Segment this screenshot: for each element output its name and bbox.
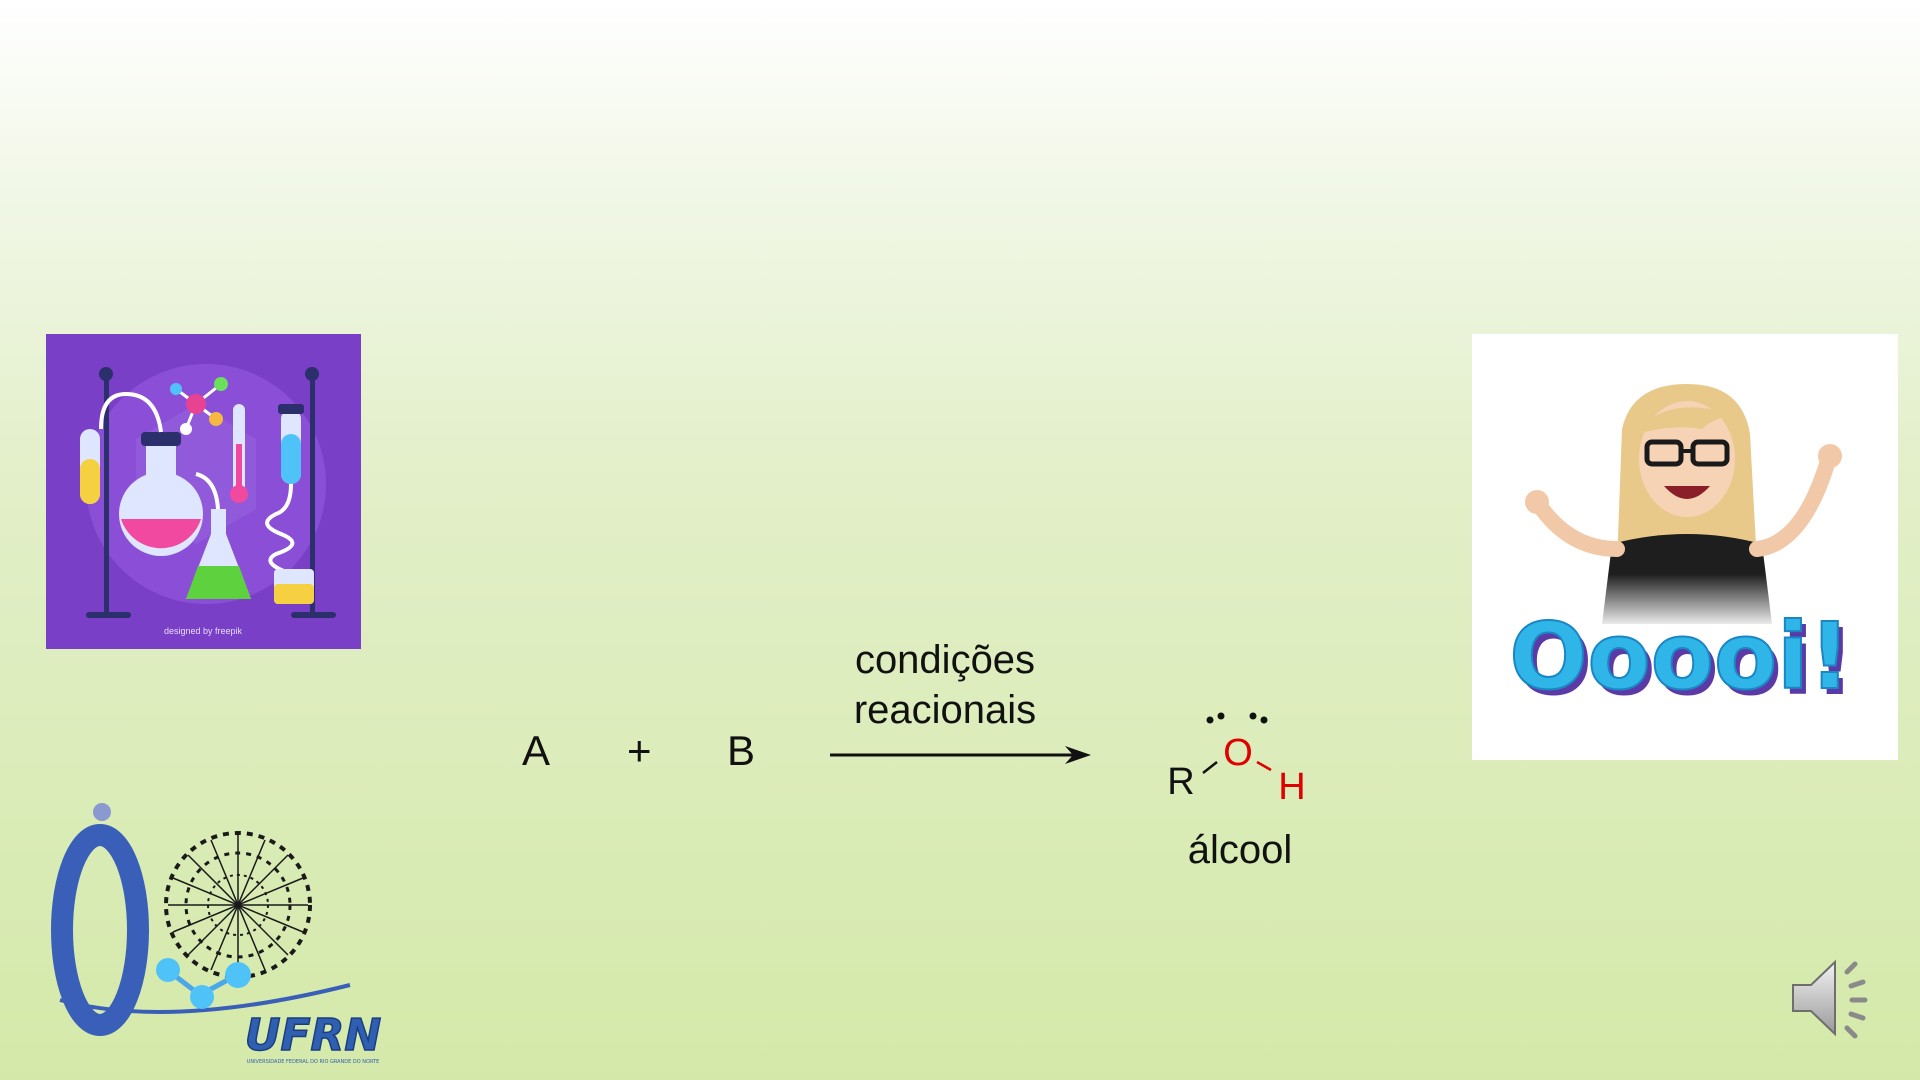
ufrn-subtext: UNIVERSIDADE FEDERAL DO RIO GRANDE DO NO… [247,1059,380,1065]
lone-pair-dot [1218,713,1225,720]
lone-pair-dot [1261,717,1268,724]
avatar-svg: Ooooi! Ooooi! [1472,334,1898,760]
greeting-text: Ooooi! [1509,603,1850,710]
conditions-line-2: reacionais [795,688,1095,733]
speaker-icon[interactable] [1785,950,1880,1045]
plus-sign: + [627,727,652,775]
alcohol-structure-svg: R O H [1155,700,1325,820]
avatar-card: Ooooi! Ooooi! [1472,334,1898,760]
conditions-line-1: condições [795,638,1095,683]
atom-r: R [1167,761,1194,803]
arrow-svg [825,740,1095,770]
lone-pair-dot [1207,717,1214,724]
o-h-bond [1257,762,1271,770]
lab-illustration-svg: designed by freepik [46,334,361,649]
lab-illustration: designed by freepik [46,334,361,649]
speaker-icon-svg [1785,950,1880,1045]
ufrn-text: UFRN [245,1010,382,1061]
reaction-arrow [825,740,1095,770]
ufrn-logo: UFRN UNIVERSIDADE FEDERAL DO RIO GRANDE … [30,800,400,1070]
alcohol-structure: R O H [1155,700,1325,820]
reagent-a: A [522,727,550,775]
atom-o: O [1223,732,1253,774]
r-o-bond [1203,762,1217,773]
lab-credit: designed by freepik [164,626,243,636]
reagent-b: B [727,727,755,775]
lone-pair-dot [1250,713,1257,720]
product-name: álcool [1135,828,1345,873]
ufrn-logo-svg: UFRN UNIVERSIDADE FEDERAL DO RIO GRANDE … [30,800,400,1070]
atom-h: H [1278,766,1305,808]
